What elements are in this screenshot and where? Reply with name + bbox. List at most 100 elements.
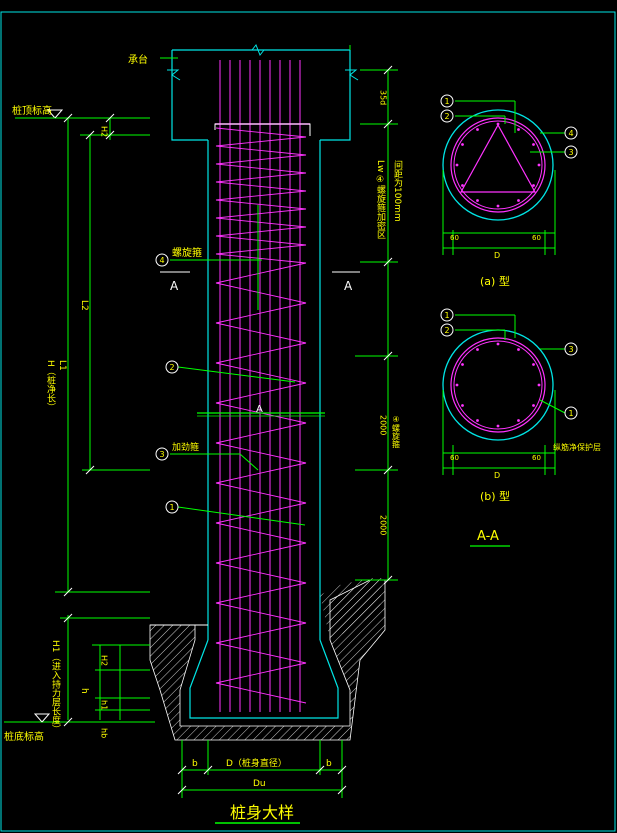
- sheet-border: [0, 11, 616, 832]
- section-aa-caption: A-A: [477, 529, 499, 544]
- bar-dot: [455, 383, 459, 387]
- svg-text:2: 2: [169, 363, 174, 372]
- main-callout-1: 1: [165, 500, 179, 514]
- bar-dot: [455, 163, 459, 167]
- label-du: Du: [253, 779, 266, 789]
- bar-dot: [537, 163, 541, 167]
- bar-dot: [461, 184, 464, 187]
- section-a-caption: (a) 型: [480, 274, 510, 288]
- joint-marker: A: [256, 404, 263, 415]
- pile-shaft-outline: [189, 140, 339, 719]
- bar-dot: [476, 419, 479, 422]
- label-h1: h1: [100, 700, 109, 710]
- section-marker-left: A: [170, 279, 179, 293]
- rebar-top-hook: [214, 123, 311, 136]
- section-a-bar-dots: [455, 122, 541, 208]
- label-top-elev: 桩顶标高: [12, 104, 52, 117]
- svg-text:4: 4: [568, 129, 573, 138]
- main-callout-4: 4: [155, 253, 169, 267]
- label-2000b: 2000: [379, 515, 388, 535]
- bar-dot: [496, 342, 500, 346]
- bottom-dimension-lines: [181, 740, 343, 798]
- section-b-60-left: 60: [450, 454, 459, 462]
- svg-text:2: 2: [444, 326, 449, 335]
- bar-dot: [476, 128, 479, 131]
- bar-dot: [532, 143, 535, 146]
- section-a: 1 2 4 3 60 60 D (a) 型: [440, 94, 578, 288]
- svg-text:1: 1: [444, 97, 449, 106]
- section-b-bar-dots: [455, 342, 541, 428]
- bar-dot: [517, 419, 520, 422]
- label-35d: 35d: [379, 90, 388, 105]
- label-l-h2: H2: [100, 655, 109, 666]
- label-h-bell: H1（进入持力层长度）: [50, 640, 61, 734]
- label-h2: H2: [100, 126, 109, 137]
- spiral-stirrup: [215, 127, 307, 704]
- label-spiral: 螺旋箍: [172, 246, 202, 259]
- bar-dot: [496, 204, 500, 208]
- label-l2: L2: [79, 300, 89, 311]
- label-lw-note: Lw ④螺旋箍加密区: [375, 160, 386, 239]
- section-b-note: 纵筋净保护层: [553, 442, 601, 452]
- label-2000a: 2000: [379, 415, 388, 435]
- section-b-caption: (b) 型: [480, 489, 510, 503]
- svg-text:3: 3: [568, 148, 573, 157]
- label-d: D（桩身直径）: [226, 757, 287, 769]
- leader-lines: [4, 45, 351, 723]
- bar-dot: [517, 348, 520, 351]
- svg-text:1: 1: [568, 409, 573, 418]
- label-b-right: b: [326, 759, 332, 769]
- label-cap: 承台: [128, 53, 148, 66]
- label-hb: hb: [100, 728, 109, 738]
- bar-dot: [537, 383, 541, 387]
- top-elevation-marker: [46, 109, 64, 119]
- label-l1: L1: [57, 360, 67, 371]
- section-b-60-right: 60: [532, 454, 541, 462]
- bottom-elevation-marker: [33, 713, 51, 723]
- soil-hatch-right: [320, 578, 382, 640]
- bar-dot: [461, 143, 464, 146]
- svg-text:1: 1: [444, 311, 449, 320]
- label-spiral-dim: ④螺旋箍: [392, 415, 401, 448]
- bar-dot: [532, 363, 535, 366]
- main-callout-3: 3: [155, 447, 169, 461]
- spiral-zigzag: [215, 127, 307, 704]
- label-pitch-note: 间距为100mm: [392, 159, 403, 222]
- cap-break-marks: [167, 44, 359, 81]
- bar-dot: [461, 404, 464, 407]
- section-b: 1 2 3 1 60 60 D 纵筋净保护层 (b) 型: [440, 308, 601, 503]
- bar-dot: [532, 184, 535, 187]
- label-h-total: H（桩净长）: [45, 360, 56, 412]
- bottom-dimension-ticks: [177, 765, 347, 795]
- bar-dot: [476, 199, 479, 202]
- pile-cap: [171, 49, 351, 141]
- right-dimension-lines: [355, 69, 398, 581]
- svg-text:3: 3: [568, 345, 573, 354]
- bar-dot: [517, 128, 520, 131]
- section-marker-right: A: [344, 279, 353, 293]
- label-bottom-elev: 桩底标高: [4, 730, 44, 743]
- right-dimension-ticks: [383, 65, 393, 585]
- longitudinal-rebars: [219, 60, 301, 712]
- section-b-d: D: [494, 471, 500, 480]
- label-ring: 加劲箍: [172, 441, 199, 453]
- left-dimension-ticks: [63, 113, 115, 727]
- bar-dot: [496, 424, 500, 428]
- section-a-60-left: 60: [450, 234, 459, 242]
- bar-dot: [476, 348, 479, 351]
- section-a-60-right: 60: [532, 234, 541, 242]
- drawing-title: 桩身大样: [230, 803, 294, 822]
- label-b-left: b: [192, 759, 198, 769]
- svg-text:2: 2: [444, 112, 449, 121]
- section-a-d: D: [494, 251, 500, 260]
- label-h: h: [79, 688, 89, 694]
- svg-text:4: 4: [159, 256, 164, 265]
- bar-dot: [496, 122, 500, 126]
- main-callout-2: 2: [165, 360, 179, 374]
- left-dimension-lines: [40, 117, 155, 723]
- bar-dot: [517, 199, 520, 202]
- bar-dot: [532, 404, 535, 407]
- bar-dot: [461, 363, 464, 366]
- svg-text:3: 3: [159, 450, 164, 459]
